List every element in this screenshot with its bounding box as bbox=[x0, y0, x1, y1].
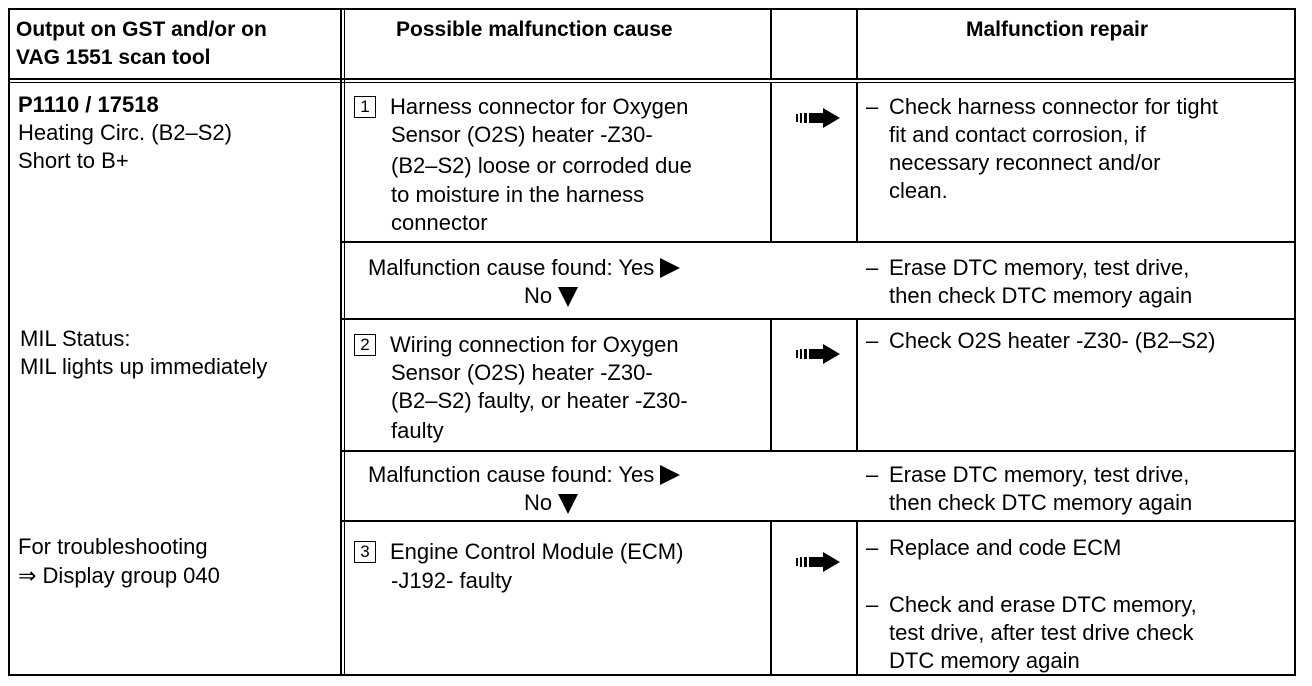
found2-no-text: No bbox=[524, 490, 553, 515]
step1-repair-line3: necessary reconnect and/or bbox=[889, 150, 1161, 175]
triangle-down-icon bbox=[558, 287, 579, 307]
step3-repair2-line2: test drive, after test drive check bbox=[889, 620, 1194, 645]
step1-cause-line3: (B2–S2) loose or corroded due bbox=[391, 153, 692, 178]
step2-divider-a bbox=[770, 320, 772, 450]
step2-cause-line2: Sensor (O2S) heater -Z30- bbox=[391, 360, 653, 385]
arrow-right-icon bbox=[796, 344, 840, 364]
step1-cause-line2: Sensor (O2S) heater -Z30- bbox=[391, 122, 653, 147]
mil-status-line2: MIL lights up immediately bbox=[20, 354, 268, 379]
found1-yes-text: Malfunction cause found: Yes bbox=[368, 255, 655, 280]
found1-no-text: No bbox=[524, 283, 553, 308]
step1-repair-line2: fit and contact corrosion, if bbox=[889, 122, 1146, 147]
step1-cause-line5: connector bbox=[391, 210, 488, 235]
header-divider bbox=[8, 78, 1296, 80]
step3-divider-b bbox=[856, 522, 858, 674]
found1-no: No bbox=[524, 281, 579, 310]
table-border-left bbox=[8, 8, 10, 676]
step1-divider-b bbox=[856, 82, 858, 242]
step1-cause-line1: 1 Harness connector for Oxygen bbox=[354, 92, 688, 121]
troubleshoot-line2: ⇒ Display group 040 bbox=[18, 563, 220, 588]
step3-repair2-dash: – bbox=[866, 592, 879, 617]
row-divider-1 bbox=[340, 241, 1296, 243]
step2-cause-line3: (B2–S2) faulty, or heater -Z30- bbox=[391, 388, 688, 413]
row-divider-3 bbox=[340, 450, 1296, 452]
step1-repair-line4: clean. bbox=[889, 178, 948, 203]
step2-number-box: 2 bbox=[354, 334, 376, 356]
table-border-top bbox=[8, 8, 1296, 10]
row-divider-4 bbox=[340, 520, 1296, 522]
step1-cause-line4: to moisture in the harness bbox=[391, 182, 645, 207]
step2-cause-line1: 2 Wiring connection for Oxygen bbox=[354, 330, 679, 359]
table-border-bottom bbox=[8, 674, 1296, 676]
header-output-line2: VAG 1551 scan tool bbox=[16, 46, 211, 69]
triangle-down-icon bbox=[558, 494, 579, 514]
found2-yes: Malfunction cause found: Yes bbox=[368, 460, 681, 489]
step3-repair2-line1: Check and erase DTC memory, bbox=[889, 592, 1197, 617]
dtc-desc-line2: Short to B+ bbox=[18, 148, 129, 173]
found1-repair-line2: then check DTC memory again bbox=[889, 283, 1193, 308]
col-divider-1 bbox=[340, 8, 342, 676]
found1-repair-line1: Erase DTC memory, test drive, bbox=[889, 255, 1190, 280]
troubleshoot-line1: For troubleshooting bbox=[18, 534, 208, 559]
step2-cause-line4: faulty bbox=[391, 418, 444, 443]
step2-divider-b bbox=[856, 320, 858, 450]
found2-no: No bbox=[524, 488, 579, 517]
step3-number-box: 3 bbox=[354, 541, 376, 563]
step1-cause-text-1: Harness connector for Oxygen bbox=[390, 94, 689, 119]
step1-repair-dash: – bbox=[866, 94, 879, 119]
step3-cause-text-1: Engine Control Module (ECM) bbox=[390, 539, 684, 564]
found1-repair-dash: – bbox=[866, 255, 879, 280]
arrow-right-icon bbox=[796, 552, 840, 572]
triangle-right-icon bbox=[660, 465, 681, 485]
dtc-code: P1110 / 17518 bbox=[18, 92, 159, 117]
step3-repair-dash: – bbox=[866, 535, 879, 560]
found2-repair-line2: then check DTC memory again bbox=[889, 490, 1193, 515]
step1-divider-a bbox=[770, 82, 772, 242]
mil-status-line1: MIL Status: bbox=[20, 326, 131, 351]
row-divider-2 bbox=[340, 318, 1296, 320]
step3-repair-line1: Replace and code ECM bbox=[889, 535, 1122, 560]
header-output-line1: Output on GST and/or on bbox=[16, 18, 267, 41]
found2-repair-dash: – bbox=[866, 462, 879, 487]
col-divider-2 bbox=[770, 8, 772, 80]
found2-repair-line1: Erase DTC memory, test drive, bbox=[889, 462, 1190, 487]
header-repair: Malfunction repair bbox=[966, 18, 1149, 41]
col-divider-3 bbox=[856, 8, 858, 80]
step1-repair-line1: Check harness connector for tight bbox=[889, 94, 1218, 119]
col-divider-1b bbox=[344, 8, 345, 676]
table-border-right bbox=[1294, 8, 1296, 676]
step1-number-box: 1 bbox=[354, 96, 376, 118]
step2-repair-dash: – bbox=[866, 328, 879, 353]
step3-cause-line2: -J192- faulty bbox=[391, 568, 513, 593]
arrow-right-icon bbox=[796, 108, 840, 128]
step2-repair-line1: Check O2S heater -Z30- (B2–S2) bbox=[889, 328, 1216, 353]
step2-cause-text-1: Wiring connection for Oxygen bbox=[390, 332, 679, 357]
step3-cause-line1: 3 Engine Control Module (ECM) bbox=[354, 537, 683, 566]
header-divider-b bbox=[8, 82, 1296, 83]
header-cause: Possible malfunction cause bbox=[396, 18, 673, 41]
found2-yes-text: Malfunction cause found: Yes bbox=[368, 462, 655, 487]
dtc-desc-line1: Heating Circ. (B2–S2) bbox=[18, 120, 232, 145]
step3-divider-a bbox=[770, 522, 772, 674]
triangle-right-icon bbox=[660, 258, 681, 278]
found1-yes: Malfunction cause found: Yes bbox=[368, 253, 681, 282]
step3-repair2-line3: DTC memory again bbox=[889, 648, 1080, 673]
